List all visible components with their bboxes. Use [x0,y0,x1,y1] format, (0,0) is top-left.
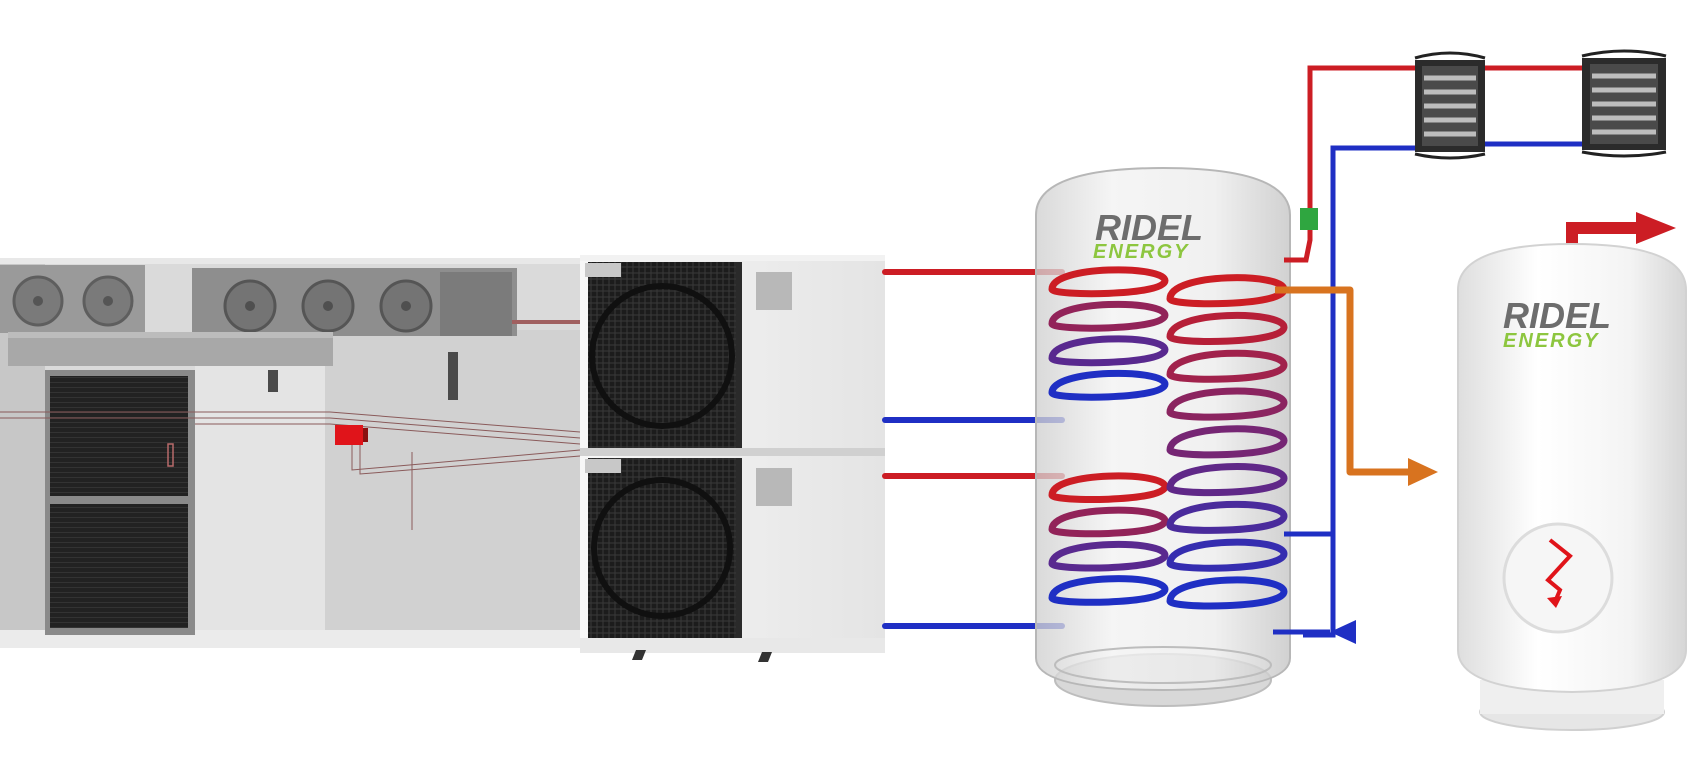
fan-icon [591,477,733,619]
transfer-pipe [1275,286,1410,476]
roof-beam [8,332,458,400]
logo-brand: RIDEL [1095,207,1203,248]
fan-heater-right [1581,49,1667,158]
coil-turn [1048,575,1169,606]
cold-water-inlet-arrow-icon [1330,620,1356,644]
buffer-tank-coil-left-lower [1048,472,1169,606]
buffer-tank-coil-right [1166,274,1288,610]
heater-return-pipe [1303,141,1582,638]
logo-sub: ENERGY [1093,241,1189,263]
fan-grille-upper [588,262,736,448]
fan-icon [589,283,735,429]
tank-body [1035,166,1291,692]
buffer-tank [1035,166,1291,707]
evaporator-unit-left [0,265,145,333]
coil-turn [1166,311,1288,345]
service-panel [756,468,792,506]
fan-heater-left [1414,51,1486,160]
coil-turn [1166,463,1288,497]
controller-box [335,425,363,445]
coil-turn [1166,500,1288,534]
coil-turn [1048,266,1169,298]
hot-water-outlet-arrow-icon [1636,212,1676,244]
coil-turn [1048,300,1169,332]
valve-icon [1300,208,1318,230]
heater-flange [1502,522,1614,634]
service-panel [756,272,792,310]
cold-room-door [45,370,195,635]
logo-sub: ENERGY [1503,330,1599,352]
hot-water-tank-logo: RIDEL ENERGY [1503,295,1611,352]
heat-pump-unit [580,255,885,662]
coil-turn [1048,335,1169,367]
logo-brand: RIDEL [1503,295,1611,336]
door-handle [167,443,174,467]
control-wiring [0,411,581,530]
coil-turn [1166,425,1288,459]
coil-turn [1166,538,1288,572]
coil-turn [1166,576,1288,610]
coil-turn [1048,540,1169,572]
electric-heater-bolt-icon [1545,538,1573,605]
coil-turn [1166,387,1288,421]
coil-turn [1048,472,1169,504]
coil-turn [1048,369,1169,401]
fan-grille-lower [588,458,736,638]
buffer-tank-coil-left [1048,266,1169,401]
evaporator-unit-right [192,268,517,336]
coil-turn [1166,349,1288,383]
heat-pump-pipes [882,269,1065,629]
coil-turn [1048,506,1169,538]
hot-water-tank [1457,212,1687,731]
transfer-arrow-icon [1408,458,1438,486]
buffer-tank-logo: RIDEL ENERGY [1093,207,1203,263]
